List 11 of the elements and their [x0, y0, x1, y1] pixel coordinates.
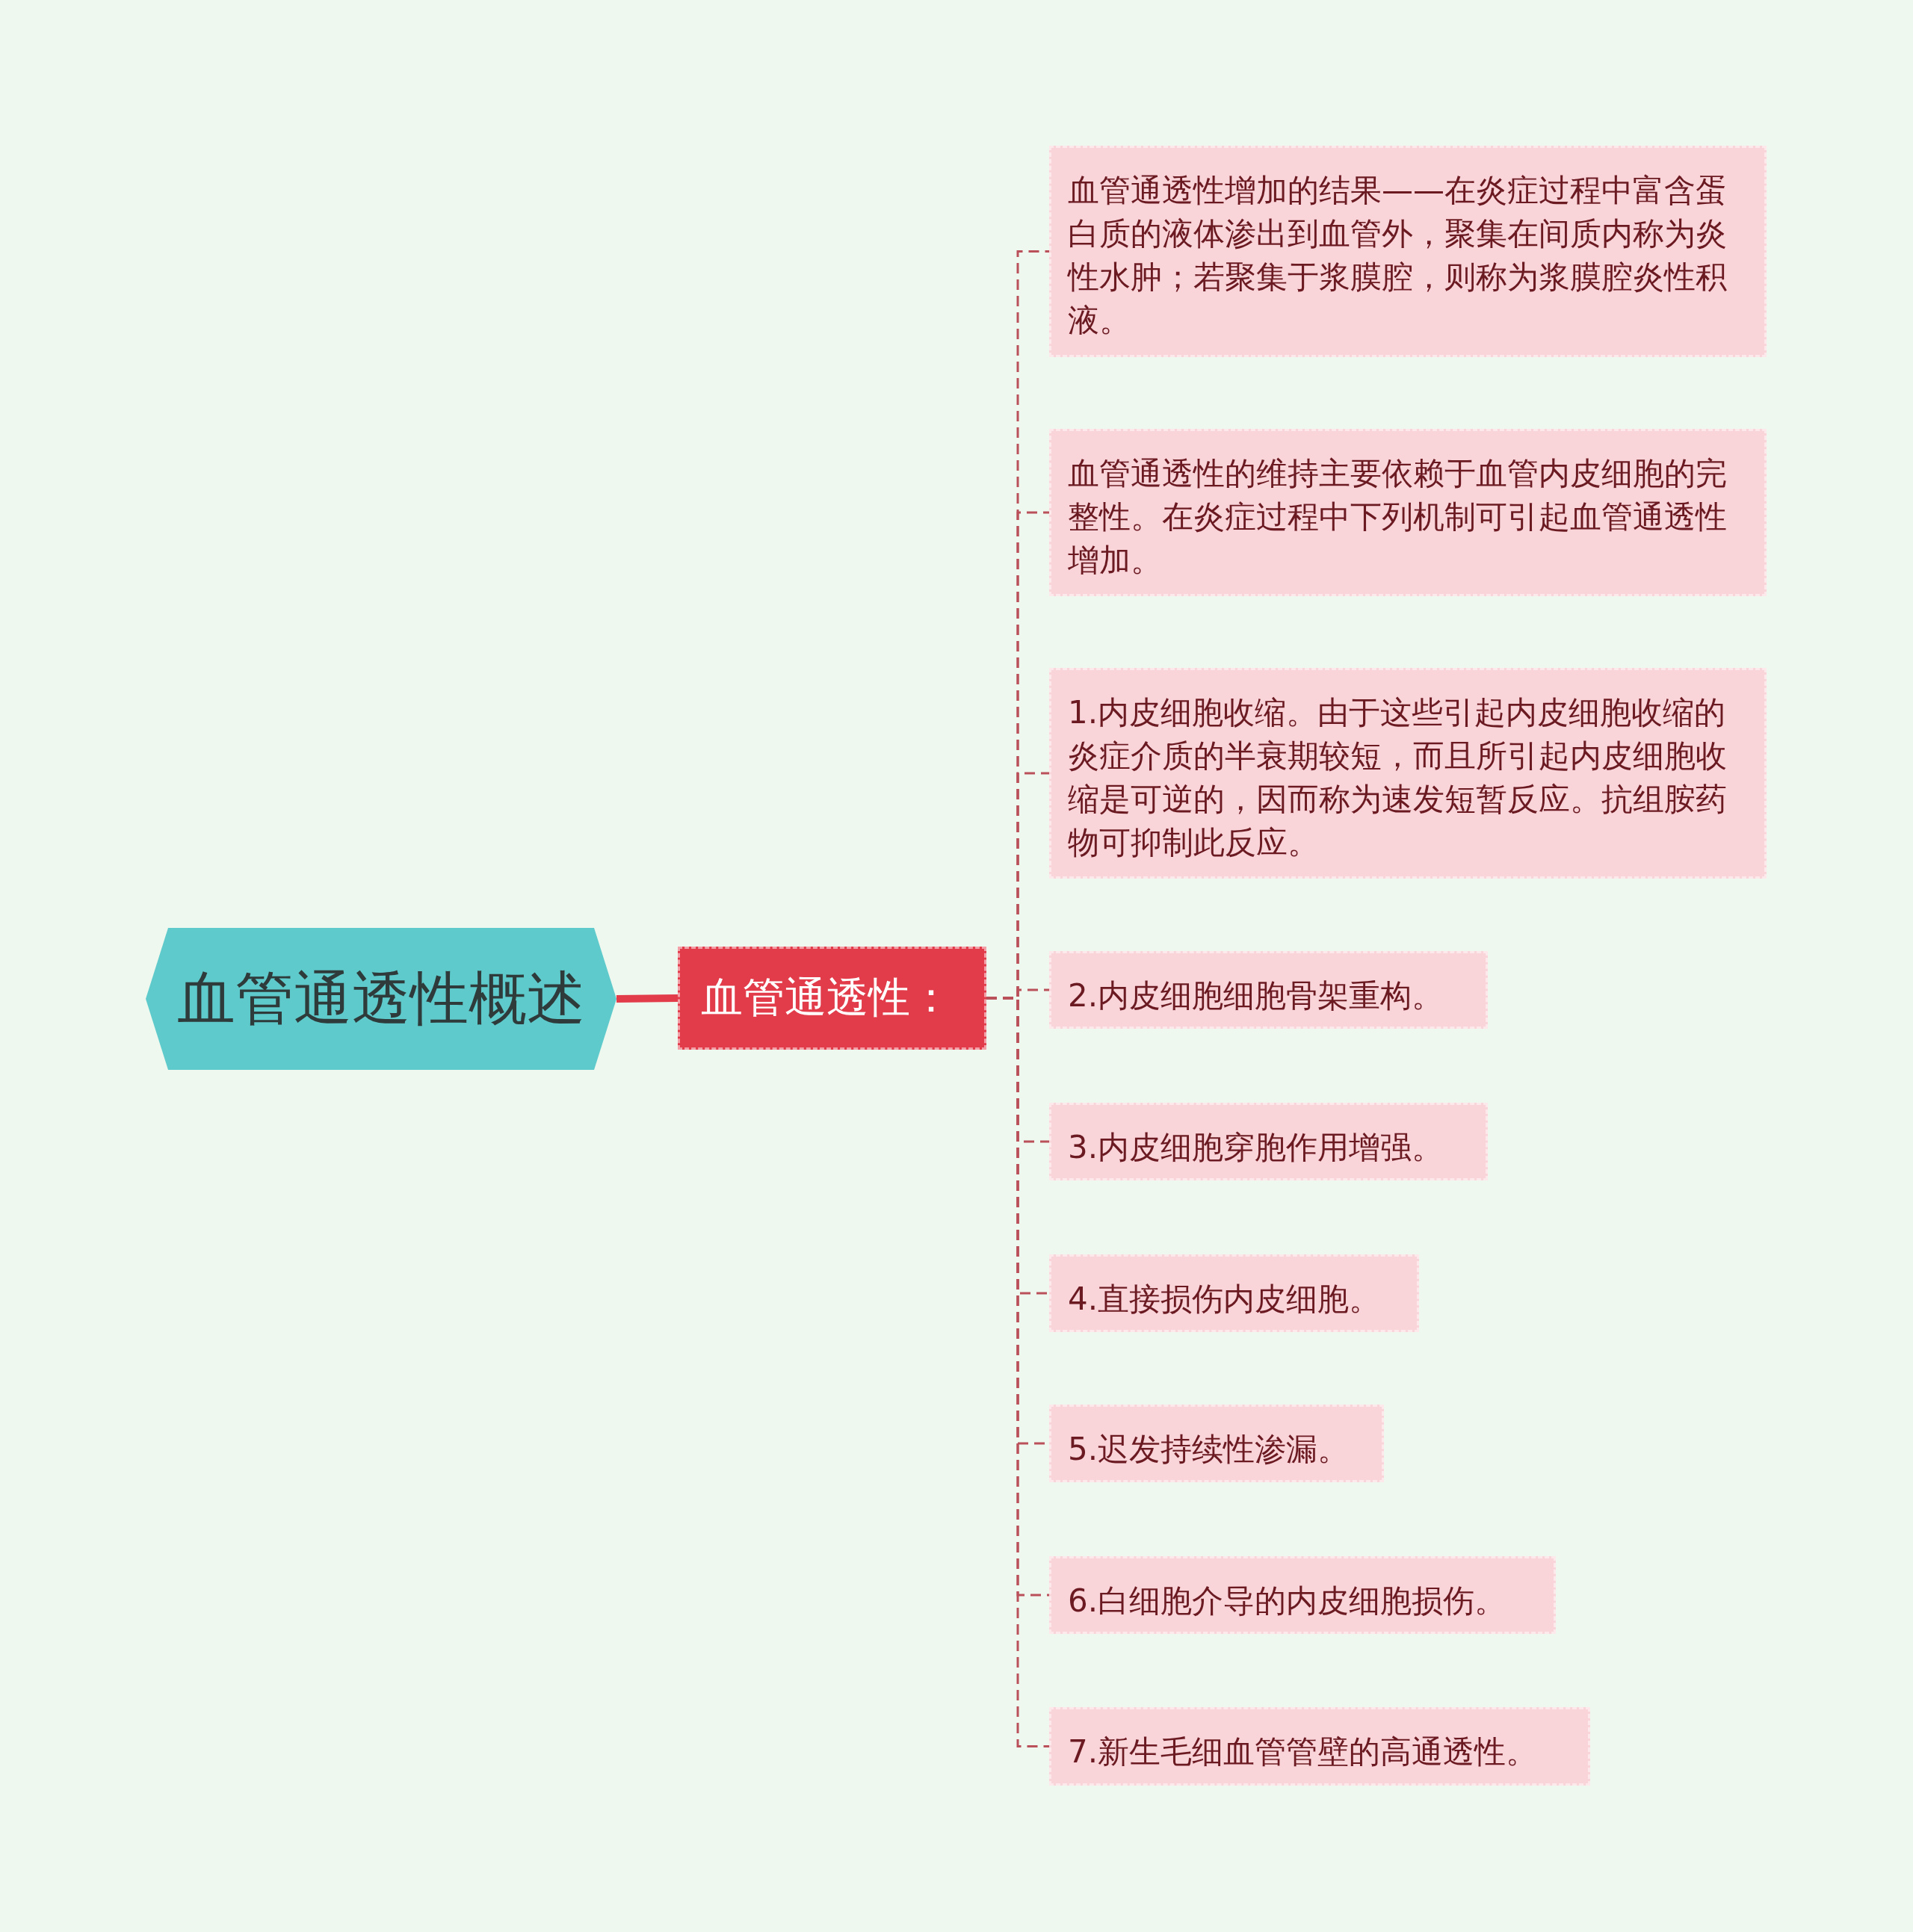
topic-box: 7.新生毛细血管管壁的高通透性。	[1049, 1707, 1590, 1786]
branch-box: 血管通透性：	[678, 947, 986, 1050]
topic-box: 血管通透性的维持主要依赖于血管内皮细胞的完整性。在炎症过程中下列机制可引起血管通透性增加。	[1049, 429, 1767, 596]
connector	[616, 994, 679, 1003]
topic-box: 2.内皮细胞细胞骨架重构。	[1049, 951, 1488, 1029]
topic-box: 1.内皮细胞收缩。由于这些引起内皮细胞收缩的炎症介质的半衰期较短，而且所引起内皮细胞收缩是可逆的，因而称为速发短暂反应。抗组胺药物可抑制此反应。	[1049, 668, 1767, 879]
topic-box: 4.直接损伤内皮细胞。	[1049, 1254, 1419, 1332]
topic-box: 血管通透性增加的结果——在炎症过程中富含蛋白质的液体渗出到血管外，聚集在间质内称为炎性水肿；若聚集于浆膜腔，则称为浆膜腔炎性积液。	[1049, 146, 1767, 357]
topic-box: 5.迟发持续性渗漏。	[1049, 1405, 1384, 1482]
topic-box: 6.白细胞介导的内皮细胞损伤。	[1049, 1556, 1556, 1634]
topic-box: 3.内皮细胞穿胞作用增强。	[1049, 1103, 1488, 1180]
